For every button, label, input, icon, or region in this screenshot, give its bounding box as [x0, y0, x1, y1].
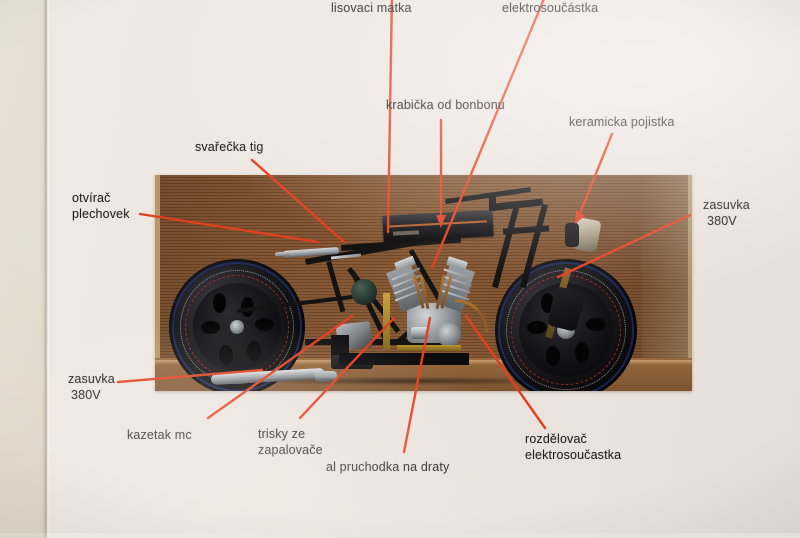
label-kazetak-mc: kazetak mc [127, 428, 192, 442]
aluminium-grommet [411, 327, 429, 339]
press-nut-detail [383, 293, 390, 349]
label-krabicka-od-bonbonu: krabička od bonbonu [386, 98, 505, 112]
front-rim-hole [546, 346, 560, 366]
rear-rim-hole [255, 318, 274, 331]
label-keramicka-pojistka: keramicka pojistka [569, 115, 675, 129]
display-base-shadow [185, 375, 625, 387]
label-svarecka-tig: svařečka tig [195, 140, 264, 154]
rear-rim-hole [247, 341, 261, 361]
label-zasuvka-right-line1: zasuvka [703, 198, 750, 212]
headlight-mount [565, 223, 579, 247]
label-otvirac-line2: plechovek [72, 207, 130, 221]
label-zasuvka-380v-right: zasuvka 380V [703, 197, 750, 229]
label-lisovaci-matka: lisovaci matka [331, 1, 412, 15]
label-rozdelovac-line1: rozdělovač [525, 432, 587, 446]
paper-left-edge [45, 0, 49, 533]
label-rozdelovac-elektrosoucastka: rozdělovač elektrosoučastka [525, 431, 621, 463]
rear-shock [351, 279, 377, 305]
label-zasuvka-left-line1: zasuvka [68, 372, 115, 386]
label-trisky-ze-zapalovace: trisky ze zapalovače [258, 426, 323, 458]
front-rim-hole [586, 318, 606, 331]
handlebar-riser [489, 195, 496, 211]
motorcycle-photo [155, 175, 692, 391]
rear-rim-hole [213, 293, 226, 313]
display-base-plate [339, 353, 469, 365]
label-al-pruchodka-na-draty: al pruchodka na draty [326, 460, 450, 474]
label-rozdelovac-line2: elektrosoučastka [525, 448, 622, 462]
label-zasuvka-left-line2: 380V [71, 388, 101, 402]
front-rim-hole [575, 342, 589, 363]
rear-hub [230, 320, 244, 334]
label-otvirac-plechovek: otvírač plechovek [72, 190, 130, 222]
label-zasuvka-right-line2: 380V [707, 214, 737, 228]
front-rim-hole [527, 321, 547, 334]
press-nut-detail [397, 345, 461, 351]
label-trisky-line2: zapalovače [258, 443, 323, 457]
label-elektrosoucastka-top: elektrosoučástka [502, 1, 599, 15]
board-edge-highlight [642, 175, 692, 363]
label-otvirac-line1: otvírač [72, 191, 111, 205]
rear-rim-hole [201, 321, 220, 334]
label-trisky-line1: trisky ze [258, 427, 306, 441]
label-zasuvka-380v-left: zasuvka 380V [68, 371, 115, 403]
rear-rim-hole [219, 345, 233, 365]
